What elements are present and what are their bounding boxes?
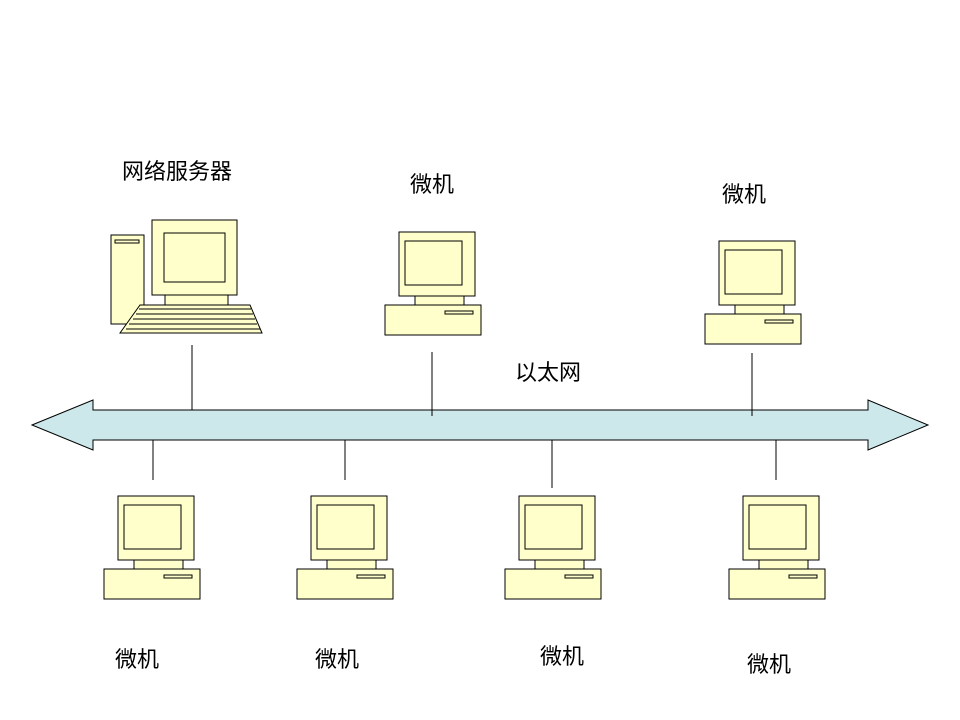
ethernet-bus	[30, 399, 930, 451]
pc-bottom-1-label: 微机	[115, 648, 160, 673]
pc-bottom-2-label: 微机	[315, 648, 360, 673]
pc-icon-top-2	[704, 240, 802, 345]
pc-bottom-4-label: 微机	[747, 653, 792, 678]
server-icon	[110, 219, 263, 334]
pc-icon-bottom-2	[296, 495, 394, 600]
network-label: 以太网	[515, 361, 582, 386]
pc-top-2-label: 微机	[722, 183, 767, 208]
pc-icon-bottom-1	[103, 495, 201, 600]
pc-icon-top-1	[384, 231, 482, 336]
pc-top-1-label: 微机	[410, 173, 455, 198]
server-label: 网络服务器	[122, 160, 233, 185]
pc-icon-bottom-4	[728, 495, 826, 600]
pc-icon-bottom-3	[504, 495, 602, 600]
pc-bottom-3-label: 微机	[540, 645, 585, 670]
